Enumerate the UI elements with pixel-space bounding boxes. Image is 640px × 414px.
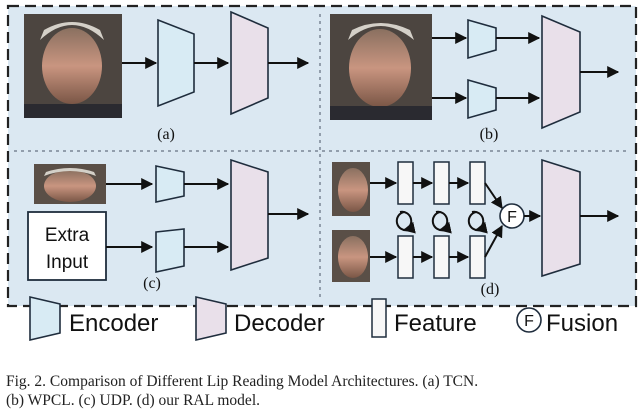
caption-line-2: (b) WPCL. (c) UDP. (d) our RAL model.	[6, 392, 260, 409]
encoder-block	[467, 18, 497, 60]
encoder-block	[157, 18, 195, 108]
legend: Encoder Decoder Feature F Fusion	[29, 295, 618, 342]
extra-input-line2: Input	[46, 252, 89, 273]
decoder-block	[230, 10, 269, 116]
interaction-arrows	[395, 210, 488, 234]
panel-a: (a)	[24, 10, 310, 143]
decoder-block	[230, 158, 269, 272]
decoder-block	[541, 14, 581, 130]
feature-block	[469, 235, 486, 279]
face-image	[332, 230, 370, 282]
legend-fusion-symbol: F	[524, 313, 534, 330]
caption-line-1: Fig. 2. Comparison of Different Lip Read…	[6, 373, 479, 390]
face-image	[330, 14, 432, 120]
legend-decoder-label: Decoder	[234, 310, 325, 337]
legend-encoder-label: Encoder	[69, 310, 158, 337]
panel-c-label: (c)	[143, 275, 161, 292]
encoder-block	[467, 78, 497, 120]
decoder-block	[541, 158, 581, 278]
feature-block	[469, 161, 486, 205]
face-image	[24, 14, 122, 118]
extra-input-line1: Extra	[45, 225, 90, 246]
legend-decoder-icon	[195, 295, 227, 342]
panel-b: (b)	[330, 14, 620, 143]
panel-b-label: (b)	[480, 126, 499, 143]
panel-d: F (d)	[332, 158, 620, 298]
legend-feature-label: Feature	[394, 310, 477, 337]
panel-c: Extra Input (c)	[27, 158, 310, 292]
legend-feature-icon	[371, 298, 387, 338]
encoder-block	[155, 165, 185, 203]
face-image	[34, 164, 106, 204]
legend-encoder-icon	[29, 295, 61, 342]
panel-d-label: (d)	[481, 281, 500, 298]
panel-a-label: (a)	[157, 126, 175, 143]
feature-block	[433, 161, 450, 205]
arrow	[484, 182, 503, 209]
legend-fusion-label: Fusion	[546, 310, 618, 337]
arrow	[484, 224, 503, 258]
fusion-node-symbol: F	[507, 209, 517, 226]
feature-block	[433, 235, 450, 279]
feature-block	[397, 235, 414, 279]
feature-block	[397, 161, 414, 205]
face-image	[332, 162, 370, 216]
figure-caption: Fig. 2. Comparison of Different Lip Read…	[6, 372, 636, 410]
legend-fusion-icon	[516, 307, 542, 333]
encoder-block	[155, 228, 185, 273]
extra-input-box	[27, 211, 107, 281]
